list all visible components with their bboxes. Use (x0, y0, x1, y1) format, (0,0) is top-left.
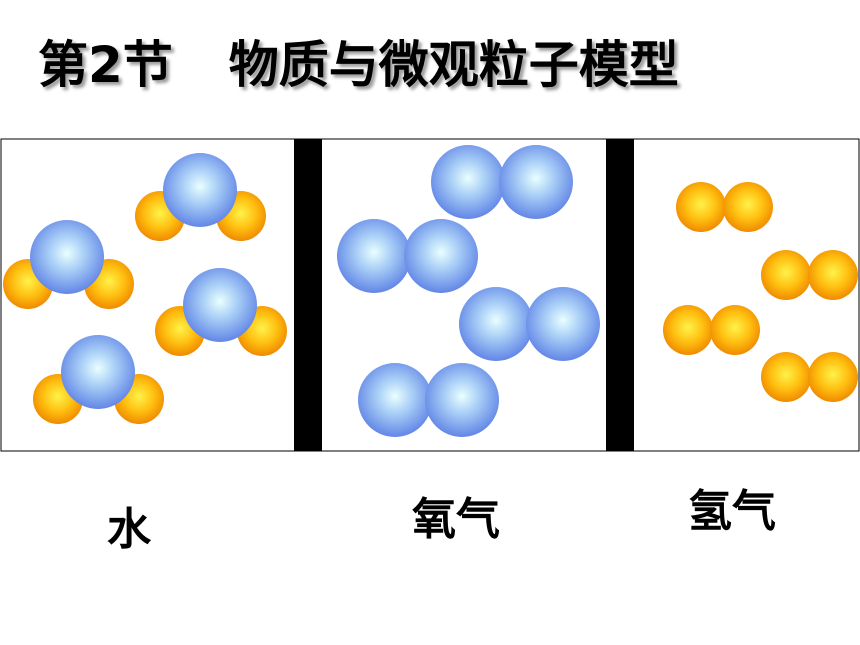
oxygen-atom (358, 363, 432, 437)
water-molecule (3, 220, 134, 309)
oxygen-molecule (431, 145, 573, 219)
hydrogen-atom (808, 352, 858, 402)
water-molecule (155, 268, 287, 356)
oxygen-atom (431, 145, 505, 219)
oxygen-atom (425, 363, 499, 437)
water-molecule (135, 153, 266, 241)
oxygen-atom (163, 153, 237, 227)
slide-title: 第2节物质与微观粒子模型 (38, 30, 838, 100)
hydrogen-atom (723, 182, 773, 232)
hydrogen-molecule (761, 352, 858, 402)
hydrogen-panel (663, 182, 858, 402)
label-hydrogen: 氢气 (688, 486, 776, 537)
divider-left (294, 139, 322, 451)
oxygen-atom (526, 287, 600, 361)
hydrogen-atom (808, 250, 858, 300)
water-molecule (33, 335, 164, 424)
oxygen-atom (183, 268, 257, 342)
hydrogen-atom (663, 305, 713, 355)
oxygen-atom (404, 219, 478, 293)
hydrogen-atom (676, 182, 726, 232)
hydrogen-atom (761, 250, 811, 300)
hydrogen-atom (710, 305, 760, 355)
oxygen-panel (337, 145, 600, 437)
section-number: 第2节 (38, 36, 173, 94)
oxygen-atom (459, 287, 533, 361)
label-water: 水 (107, 504, 151, 555)
oxygen-atom (30, 220, 104, 294)
oxygen-atom (337, 219, 411, 293)
hydrogen-atom (761, 352, 811, 402)
hydrogen-molecule (663, 305, 760, 355)
oxygen-molecule (337, 219, 478, 293)
oxygen-atom (61, 335, 135, 409)
section-title: 物质与微观粒子模型 (228, 36, 679, 94)
hydrogen-molecule (676, 182, 773, 232)
label-oxygen: 氧气 (412, 494, 500, 545)
hydrogen-molecule (761, 250, 858, 300)
molecule-diagram (0, 138, 860, 452)
oxygen-molecule (358, 363, 499, 437)
divider-right (606, 139, 634, 451)
water-panel (3, 153, 287, 424)
oxygen-molecule (459, 287, 600, 361)
oxygen-atom (499, 145, 573, 219)
